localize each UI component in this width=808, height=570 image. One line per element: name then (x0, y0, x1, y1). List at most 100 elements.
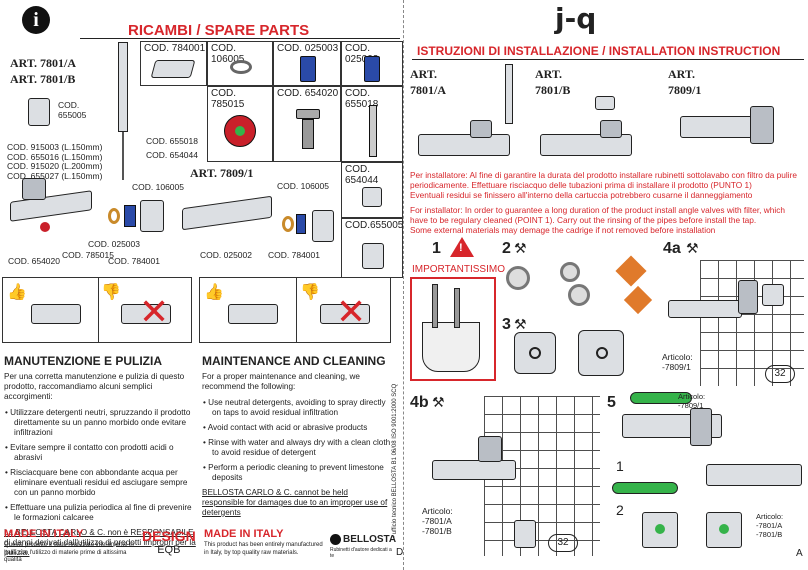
cell-code: COD.655005 (345, 220, 404, 231)
design-block: DESIGN EQB (142, 528, 196, 556)
bath-handle-drawing (140, 200, 164, 232)
art-b: ART. 7801/B (535, 67, 571, 97)
articolo-5b: Articolo: -7801/A -7801/B (756, 512, 784, 539)
tap-cloth-ok (228, 304, 278, 324)
shower-handle-drawing (312, 210, 334, 242)
wall-fixture-4a (762, 284, 784, 306)
num-32b: 32 (557, 537, 569, 548)
thumbs-down-icon: 👎 (101, 284, 121, 301)
maint-en-b4: • Perform a periodic cleaning to prevent… (203, 463, 384, 482)
made-in-italy-en: MADE IN ITALY (204, 528, 284, 540)
callout-106005-a: COD. 106005 (132, 182, 184, 192)
fitting-2b (560, 262, 580, 282)
callout-784001-a: COD. 784001 (108, 256, 160, 266)
text: Risciacquare bene con abbondante acqua p… (10, 468, 188, 497)
fitting-2c (615, 255, 647, 287)
cartridge-drawing-2 (296, 214, 306, 234)
part-cell-654044: COD. 654044 (341, 162, 403, 218)
handle-5a (690, 408, 712, 446)
part-cell-655005: COD.655005 (341, 218, 403, 278)
part-cell-025003: COD. 025003 (273, 41, 341, 86)
handle-4b (478, 436, 502, 462)
thumbs-up-icon: 👍 (204, 284, 224, 301)
fitting-2a (506, 266, 530, 290)
page-divider (403, 0, 404, 570)
maint-en-b2: • Avoid contact with acid or abrasive pr… (203, 423, 368, 432)
footer-left: MADE IN ITALY Questo prodotto è stato re… (4, 528, 138, 565)
vertical-code: • ufficio tecnico BELLOSTA B1 06/08 ISO … (392, 383, 398, 538)
pipe-right (454, 288, 460, 328)
red-cross-icon: ✕ (336, 291, 367, 332)
maint-it-b3: • Risciacquare bene con abbondante acqua… (5, 468, 188, 497)
plate-3b-hole (596, 347, 608, 359)
red-valve-small (40, 222, 50, 232)
warning-triangle-icon (450, 237, 474, 257)
bath-mixer-body (22, 178, 46, 200)
thumbs-up-icon: 👍 (7, 284, 27, 301)
spare-parts-title: RICAMBI / SPARE PARTS (128, 22, 310, 39)
cell-code: COD. 654044 (345, 164, 379, 186)
callout-hoses: COD. 915003 (L.150mm) COD. 655016 (L.150… (7, 142, 103, 181)
mixer-4a (668, 300, 742, 318)
tap-cloth-bad (320, 304, 370, 324)
num-32a: 32 (774, 368, 786, 379)
panel-split (98, 278, 99, 342)
callout-106005-b: COD. 106005 (277, 181, 329, 191)
tap-clean-ok (31, 304, 81, 324)
product-bath-a-handle (470, 120, 492, 138)
callout-025003: COD. 025003 (88, 239, 140, 249)
text: Use neutral detergents, avoiding to spra… (208, 398, 386, 417)
fitting-2d (568, 284, 590, 306)
pipe-left (432, 284, 438, 328)
product-shower-c-handle (750, 106, 774, 144)
mixer-4b (432, 460, 516, 480)
cartridge-blue-image-2 (364, 56, 380, 82)
step-3-number: 3 (502, 316, 511, 333)
product-holder-b (595, 96, 615, 110)
shower-mixer-drawing (182, 195, 272, 231)
article-7809: ART. 7809/1 (190, 166, 254, 180)
warning-en: For installator: In order to guarantee a… (410, 205, 785, 235)
green-dot (235, 126, 245, 136)
wrench-icon-4a: ⚒ (686, 240, 699, 256)
part-cell-784001: COD. 784001 (140, 41, 207, 86)
text: Perform a periodic cleaning to prevent l… (208, 463, 384, 482)
warning-exclamation: ! (459, 242, 463, 254)
step-4b-number: 4b (410, 394, 429, 411)
maint-it-title: MANUTENZIONE E PULIZIA (4, 354, 162, 368)
maintenance-it: MANUTENZIONE E PULIZIA Per una corretta … (4, 354, 196, 558)
sub-step-2: 2 (616, 502, 624, 518)
bellosta-icon (330, 534, 341, 545)
maint-it-b4: • Effettuare una pulizia periodica al fi… (5, 503, 192, 522)
tap-clean-bad (121, 304, 171, 324)
cell-code: COD. 025003 (277, 43, 339, 54)
cell-code: COD. 784001 (144, 43, 206, 54)
callout-785015: COD. 785015 (62, 250, 114, 260)
product-shower-a (505, 64, 513, 124)
info-icon: i (22, 6, 50, 34)
design-sub: EQB (157, 544, 181, 556)
articles-top: ART. 7801/A ART. 7801/B (10, 55, 76, 87)
cell-code: COD. 025002 (345, 43, 379, 65)
art-c: ART. 7809/1 (668, 67, 702, 97)
holder-image (362, 187, 382, 207)
brand-name: BELLOSTA (343, 534, 397, 545)
handle-4a (738, 280, 758, 314)
wall-fixture-4b (514, 520, 536, 548)
article-7801b: ART. 7801/B (10, 72, 76, 86)
text: Effettuare una pulizia periodica al fine… (10, 503, 192, 522)
cell-code: COD. 655018 (345, 88, 379, 110)
step-1-frame (410, 277, 496, 381)
cartridge-drawing (124, 205, 136, 227)
step-5-number: 5 (607, 394, 616, 411)
step-1-number: 1 (432, 240, 441, 257)
maint-en-liability: BELLOSTA CARLO & C. cannot be held respo… (202, 488, 388, 517)
plate-3a-hole (529, 347, 541, 359)
size-badge-4b: 32 (548, 534, 578, 552)
handshower-image (369, 105, 377, 157)
article-7801a: ART. 7801/A (10, 56, 77, 70)
valve-stem (302, 119, 314, 149)
thumbs-down-icon: 👎 (300, 284, 320, 301)
title-underline (80, 38, 400, 39)
ring-image (230, 60, 252, 74)
